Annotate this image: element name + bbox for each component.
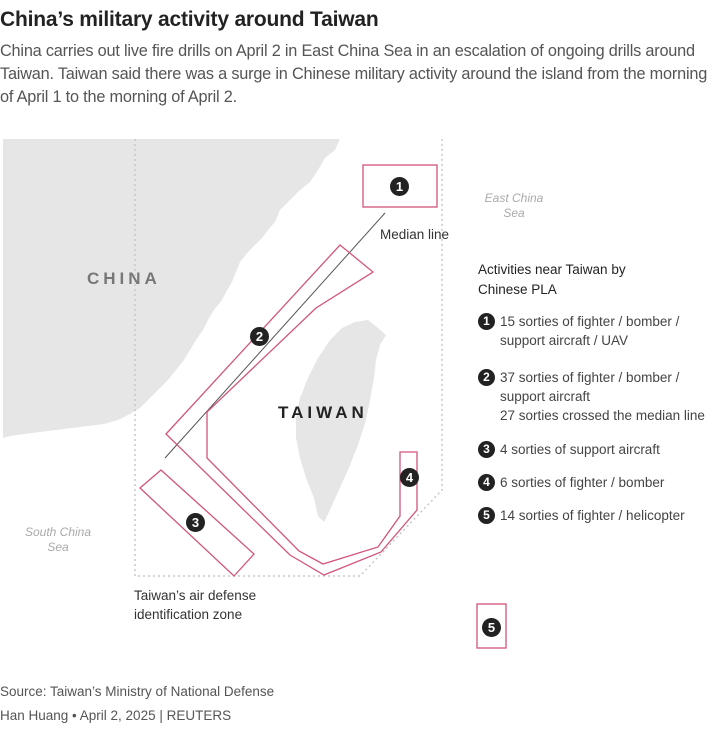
legend-item-1: 1 15 sorties of fighter / bomber / suppo…: [478, 312, 679, 350]
legend-item-4: 4 6 sorties of fighter / bomber: [478, 473, 664, 492]
zone-3-marker: 3: [186, 513, 205, 532]
china-label: CHINA: [87, 269, 161, 288]
china-landmass: [3, 139, 340, 438]
zone-5-outline: [476, 603, 507, 649]
taiwan-label: TAIWAN: [278, 403, 368, 422]
zone-1-marker: 1: [390, 177, 409, 196]
badge-3: 3: [478, 441, 495, 458]
median-line: [164, 212, 386, 459]
zone-3-outline: [139, 469, 255, 577]
zone-5-marker: 5: [482, 618, 501, 637]
zone-1-outline: [362, 164, 438, 208]
adiz-label: Taiwan’s air defense identification zone: [134, 588, 257, 622]
legend-item-3: 3 4 sorties of support aircraft: [478, 440, 660, 459]
adiz-boundary: [134, 139, 443, 577]
zone-2-marker: 2: [250, 327, 269, 346]
east-china-sea-label: East China Sea: [484, 191, 544, 220]
median-line-label: Median line: [380, 227, 450, 242]
south-china-sea-label: South China Sea: [24, 525, 92, 554]
zone-4-marker: 4: [400, 468, 419, 487]
credit-line: Han Huang • April 2, 2025 | REUTERS: [0, 708, 232, 723]
zone-2-outline: [165, 244, 418, 576]
taiwan-landmass: [296, 320, 386, 522]
page-subtitle: China carries out live fire drills on Ap…: [0, 42, 708, 106]
legend-item-5: 5 14 sorties of fighter / helicopter: [478, 506, 685, 525]
legend-title: Activities near Taiwan by Chinese PLA: [478, 262, 626, 297]
badge-1: 1: [478, 313, 495, 330]
page-title: China’s military activity around Taiwan: [0, 8, 379, 31]
source-note: Source: Taiwan’s Ministry of National De…: [0, 684, 275, 699]
badge-2: 2: [478, 369, 495, 386]
badge-5: 5: [478, 507, 495, 524]
legend-item-2: 2 37 sorties of fighter / bomber / suppo…: [478, 368, 705, 425]
badge-4: 4: [478, 474, 495, 491]
